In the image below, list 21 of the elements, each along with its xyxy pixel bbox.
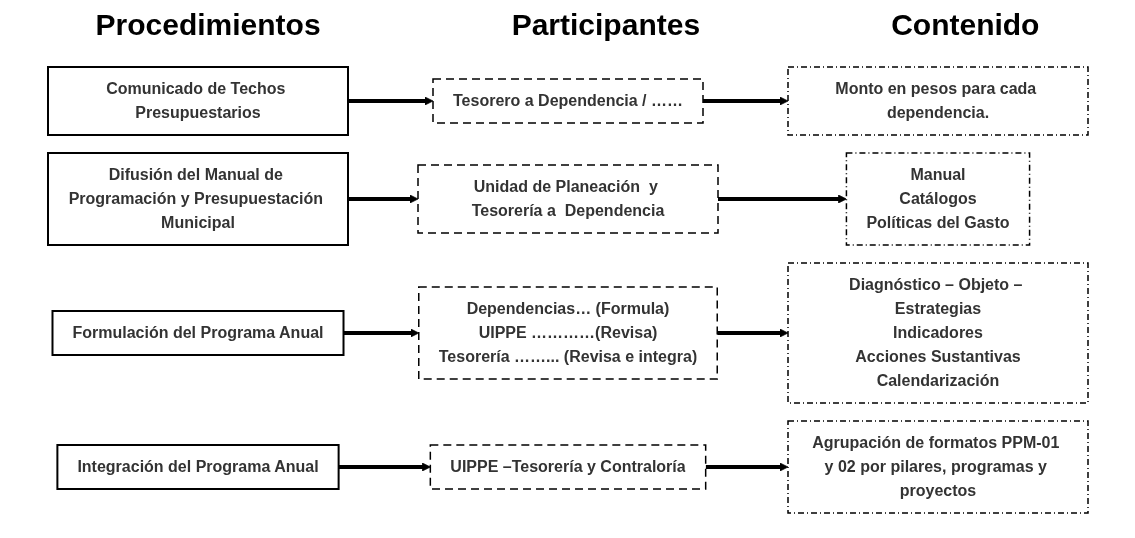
column-heading: Contenido — [891, 8, 1040, 42]
arrow — [347, 194, 418, 204]
node-box: UIPPE –Tesorería y Contraloría — [429, 444, 706, 490]
node-box: Comunicado de Techos Presupuestarios — [46, 66, 349, 136]
arrow — [705, 462, 788, 472]
node-box: Unidad de Planeación y Tesorería a Dependencia — [416, 164, 719, 234]
column-heading: Procedimientos — [95, 8, 321, 42]
node-box: Tesorero a Dependencia / …… — [431, 78, 704, 124]
node-box: Formulación del Programa Anual — [51, 310, 344, 356]
arrow — [343, 328, 419, 338]
node-box: Manual Catálogos Políticas del Gasto — [845, 152, 1030, 246]
node-box: Monto en pesos para cada dependencia. — [786, 66, 1089, 136]
column-heading: Participantes — [511, 8, 701, 42]
node-box: Dependencias… (Formula) UIPPE …………(Revisa) Tesorería ……... (Revisa e integra) — [417, 286, 718, 380]
node-box: Integración del Programa Anual — [55, 444, 340, 490]
arrow — [702, 96, 788, 106]
node-box: Diagnóstico – Objeto – Estrategias Indicadores Acciones Sustantivas Calendarización — [786, 262, 1089, 404]
arrow — [716, 328, 788, 338]
node-box: Difusión del Manual de Programación y Presupuestación Municipal — [46, 152, 349, 246]
node-box: Agrupación de formatos PPM-01 y 02 por pilares, programas y proyectos — [786, 420, 1089, 514]
arrow — [347, 96, 433, 106]
